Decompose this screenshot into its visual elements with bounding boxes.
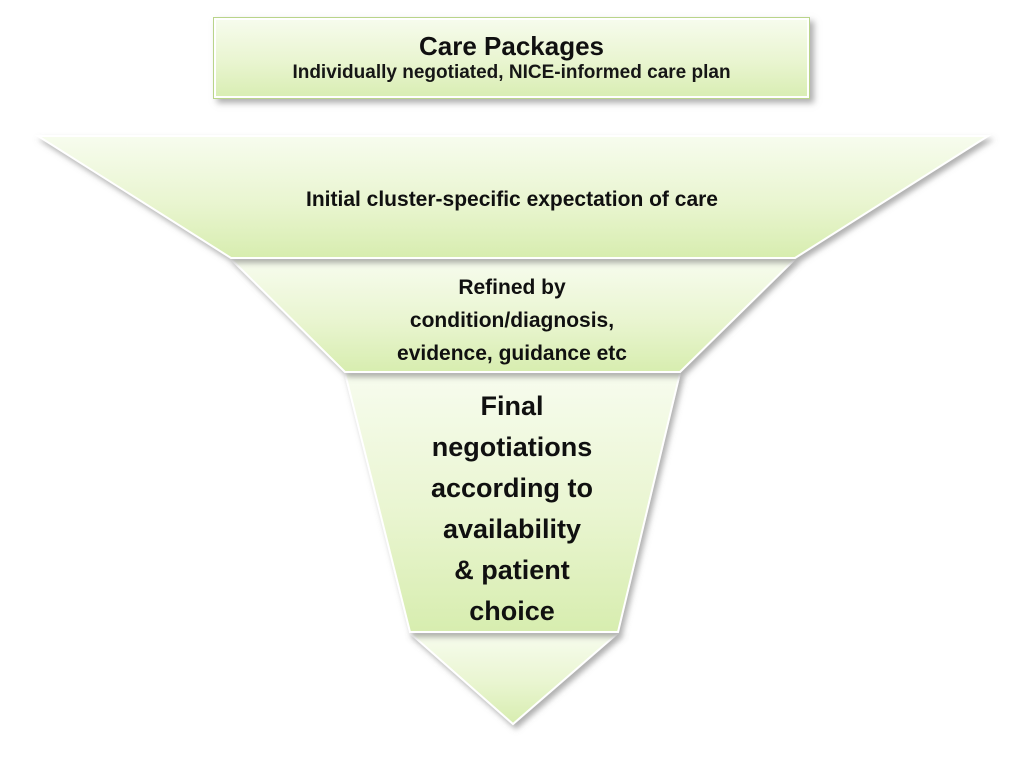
funnel-layer-2-label: Refined by condition/diagnosis, evidence… — [397, 276, 627, 365]
funnel-layer-3-label: Final negotiations according to availabi… — [430, 391, 593, 626]
funnel-tip-shape — [407, 632, 621, 726]
title-box: Care Packages Individually negotiated, N… — [213, 17, 810, 99]
funnel-layer-1-label: Initial cluster-specific expectation of … — [306, 188, 718, 211]
funnel-layer-1-shape — [34, 135, 992, 259]
page-title: Care Packages — [418, 31, 605, 61]
page-subtitle: Individually negotiated, NICE-informed c… — [292, 62, 731, 83]
